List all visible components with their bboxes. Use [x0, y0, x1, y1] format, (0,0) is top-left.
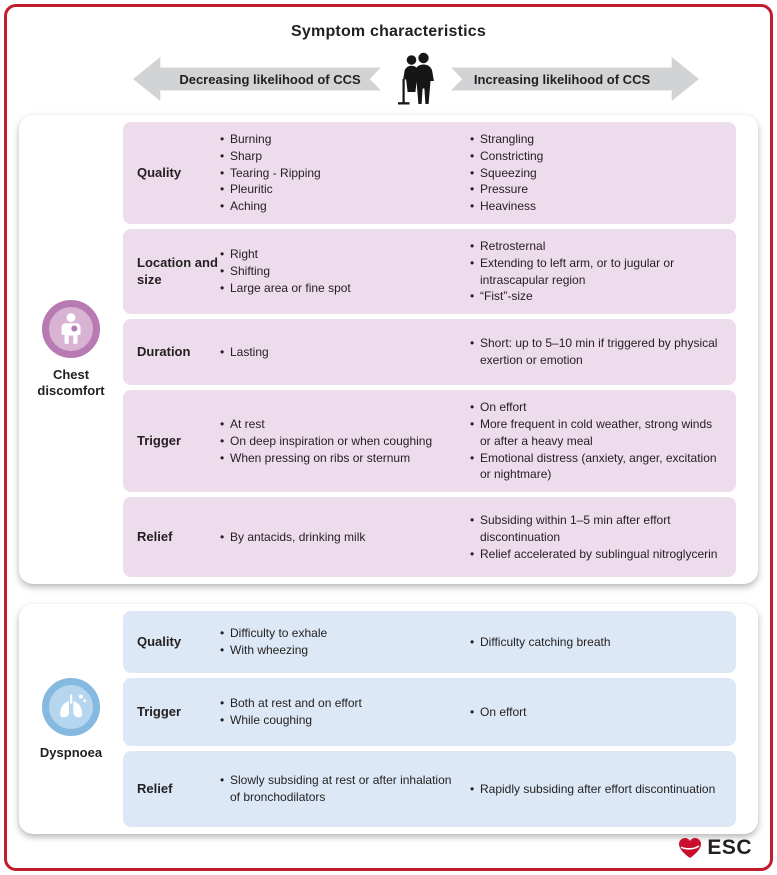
chest-row-quality: Quality BurningSharpTearing - RippingPle…	[123, 122, 736, 224]
bullet-item: Heaviness	[469, 198, 724, 215]
row-label: Location and size	[137, 255, 218, 287]
bullet-item: On effort	[469, 399, 724, 416]
increasing-list: Difficulty catching breath	[469, 625, 736, 660]
bullet-item: Short: up to 5–10 min if triggered by ph…	[469, 335, 724, 369]
bullet-item: Right	[219, 246, 457, 263]
chest-row-location: Location and size RightShiftingLarge are…	[123, 229, 736, 315]
chest-row-duration: Duration Lasting Short: up to 5–10 min i…	[123, 319, 736, 386]
chest-row-relief: Relief By antacids, drinking milk Subsid…	[123, 497, 736, 578]
increasing-arrow-label: Increasing likelihood of CCS	[473, 71, 651, 87]
dyspnoea-row-relief: Relief Slowly subsiding at rest or after…	[123, 751, 736, 828]
row-label: Quality	[137, 164, 182, 180]
esc-logo: ESC	[678, 836, 752, 860]
bullet-item: Subsiding within 1–5 min after effort di…	[469, 512, 724, 546]
bullet-item: With wheezing	[219, 642, 457, 659]
dyspnoea-card: Dyspnoea Quality Difficulty to exhaleWit…	[19, 604, 758, 835]
chest-discomfort-side: Chest discomfort	[19, 122, 123, 577]
bullet-item: Constricting	[469, 148, 724, 165]
bullet-item: Tearing - Ripping	[219, 165, 457, 182]
bullet-item: Lasting	[219, 344, 457, 361]
chest-discomfort-icon	[42, 299, 100, 358]
bullet-item: “Fist”-size	[469, 288, 724, 305]
bullet-item: Sharp	[219, 148, 457, 165]
bullet-item: At rest	[219, 416, 457, 433]
dyspnoea-row-trigger: Trigger Both at rest and on effortWhile …	[123, 678, 736, 747]
row-label: Quality	[137, 634, 182, 650]
chest-discomfort-label: Chest discomfort	[37, 366, 105, 399]
doctor-patient-icon	[387, 52, 445, 106]
decreasing-list: At restOn deep inspiration or when cough…	[219, 407, 469, 475]
bullet-item: Difficulty to exhale	[219, 625, 457, 642]
decreasing-list: By antacids, drinking milk	[219, 520, 469, 555]
heart-icon	[678, 837, 702, 859]
bullet-item: Slowly subsiding at rest or after inhala…	[219, 772, 457, 806]
bullet-item: More frequent in cold weather, strong wi…	[469, 416, 724, 450]
increasing-list: On effortMore frequent in cold weather, …	[469, 390, 736, 492]
dyspnoea-label: Dyspnoea	[39, 744, 103, 760]
chest-discomfort-card: Chest discomfort Quality BurningSharpTea…	[19, 115, 758, 585]
bullet-item: Relief accelerated by sublingual nitrogl…	[469, 546, 724, 563]
decreasing-arrow: Decreasing likelihood of CCS	[133, 57, 381, 101]
bullet-item: When pressing on ribs or sternum	[219, 450, 457, 467]
row-label: Relief	[137, 781, 173, 797]
bullet-item: Squeezing	[469, 165, 724, 182]
chest-discomfort-rows: Quality BurningSharpTearing - RippingPle…	[123, 122, 736, 578]
row-label: Relief	[137, 529, 173, 545]
increasing-arrow: Increasing likelihood of CCS	[451, 57, 699, 101]
page-title: Symptom characteristics	[291, 23, 486, 40]
increasing-list: Short: up to 5–10 min if triggered by ph…	[469, 326, 736, 378]
bullet-item: Strangling	[469, 131, 724, 148]
decreasing-list: BurningSharpTearing - RippingPleuriticAc…	[219, 122, 469, 224]
bullet-item: Retrosternal	[469, 238, 724, 255]
likelihood-arrows: Decreasing likelihood of CCS Increasing …	[62, 51, 770, 107]
decreasing-list: Both at rest and on effortWhile coughing	[219, 686, 469, 738]
row-label: Duration	[137, 344, 191, 360]
bullet-item: Pressure	[469, 181, 724, 198]
chest-row-trigger: Trigger At restOn deep inspiration or wh…	[123, 390, 736, 493]
increasing-list: Rapidly subsiding after effort discontin…	[469, 772, 736, 807]
decreasing-arrow-label: Decreasing likelihood of CCS	[179, 71, 361, 87]
bullet-item: Difficulty catching breath	[469, 634, 724, 651]
decreasing-list: RightShiftingLarge area or fine spot	[219, 237, 469, 305]
bullet-item: Pleuritic	[219, 181, 457, 198]
bullet-item: Extending to left arm, or to jugular or …	[469, 255, 724, 289]
dyspnoea-side: Dyspnoea	[19, 611, 123, 827]
esc-logo-text: ESC	[707, 836, 752, 859]
bullet-item: Both at rest and on effort	[219, 695, 457, 712]
decreasing-list: Difficulty to exhaleWith wheezing	[219, 616, 469, 668]
bullet-item: On deep inspiration or when coughing	[219, 433, 457, 450]
bullet-item: By antacids, drinking milk	[219, 529, 457, 546]
increasing-list: Subsiding within 1–5 min after effort di…	[469, 503, 736, 571]
bullet-item: Burning	[219, 131, 457, 148]
bullet-item: While coughing	[219, 712, 457, 729]
bullet-item: Aching	[219, 198, 457, 215]
increasing-list: On effort	[469, 695, 736, 730]
bullet-item: Rapidly subsiding after effort discontin…	[469, 781, 724, 798]
row-label: Trigger	[137, 704, 182, 720]
increasing-list: RetrosternalExtending to left arm, or to…	[469, 229, 736, 314]
dyspnoea-icon	[42, 677, 100, 736]
bullet-item: Large area or fine spot	[219, 280, 457, 297]
row-label: Trigger	[137, 433, 182, 449]
dyspnoea-rows: Quality Difficulty to exhaleWith wheezin…	[123, 611, 736, 828]
bullet-item: On effort	[469, 704, 724, 721]
bullet-item: Shifting	[219, 263, 457, 280]
increasing-list: StranglingConstrictingSqueezingPressureH…	[469, 122, 736, 224]
decreasing-list: Slowly subsiding at rest or after inhala…	[219, 763, 469, 815]
decreasing-list: Lasting	[219, 335, 469, 370]
dyspnoea-row-quality: Quality Difficulty to exhaleWith wheezin…	[123, 611, 736, 674]
figure-panel: Symptom characteristics Decreasing likel…	[4, 4, 773, 871]
bullet-item: Emotional distress (anxiety, anger, exci…	[469, 450, 724, 484]
